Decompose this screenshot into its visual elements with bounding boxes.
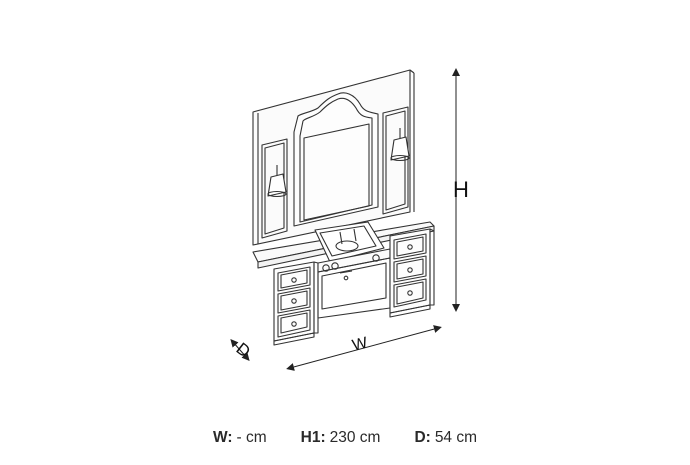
spec-width-value: - cm — [236, 429, 267, 446]
spec-depth-value: 54 cm — [434, 429, 478, 446]
washbasin — [314, 221, 385, 263]
spec-width-key: W: — [212, 429, 233, 446]
spec-width: W:- cm — [213, 429, 267, 447]
spec-height-value: 230 cm — [329, 429, 381, 446]
right-drawer-1 — [393, 233, 427, 260]
left-drawer-1 — [277, 266, 311, 292]
left-wall-lamp-icon — [267, 173, 287, 198]
spec-height-key: H1: — [300, 429, 326, 446]
spec-height: H1:230 cm — [301, 429, 381, 447]
width-label: W — [351, 334, 371, 354]
spec-depth: D:54 cm — [414, 429, 477, 447]
dimension-specs: W:- cm H1:230 cm D:54 cm — [0, 424, 690, 452]
right-drawer-3 — [393, 278, 427, 308]
depth-dimension-line — [230, 338, 250, 362]
arched-mirror — [293, 92, 379, 227]
right-drawer-2 — [393, 255, 427, 283]
right-pedestal — [389, 228, 435, 318]
width-dimension-line — [286, 325, 442, 371]
right-wall-lamp-icon — [390, 136, 410, 162]
height-label: H — [453, 177, 469, 202]
left-drawer-2 — [277, 287, 311, 314]
depth-label: D — [233, 339, 254, 362]
spec-depth-key: D: — [414, 429, 431, 446]
